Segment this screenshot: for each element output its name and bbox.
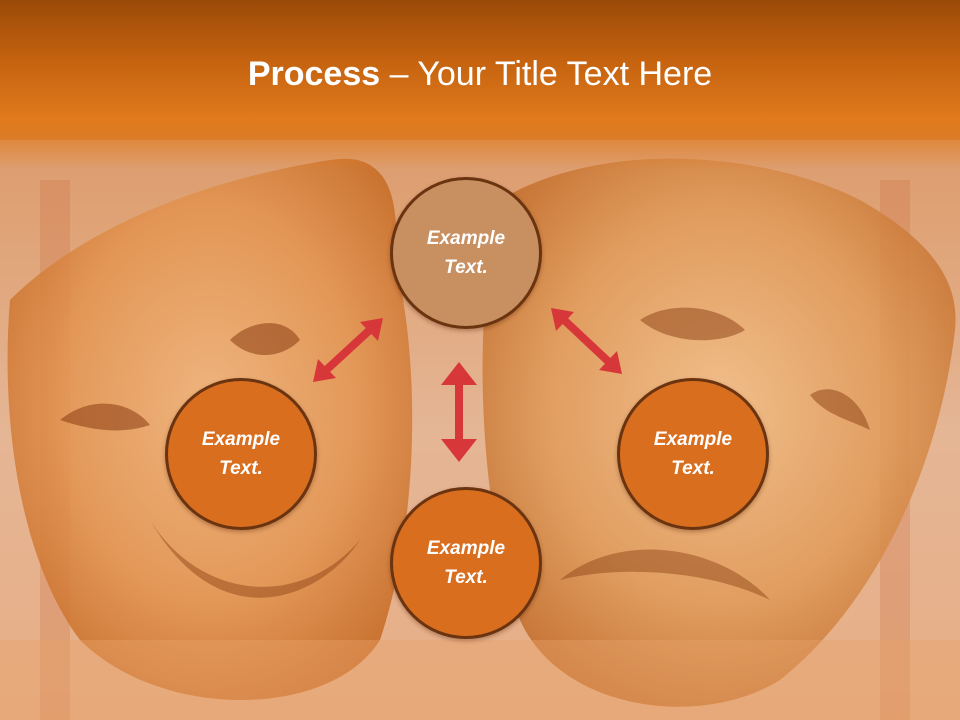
slide-title: Process – Your Title Text Here bbox=[0, 52, 960, 96]
process-node-top[interactable]: Example Text. bbox=[390, 177, 542, 329]
title-bold: Process bbox=[247, 55, 381, 93]
node-label: Example Text. bbox=[201, 429, 281, 479]
node-label: Example Text. bbox=[426, 228, 506, 278]
process-node-bottom[interactable]: Example Text. bbox=[390, 487, 542, 639]
title-rest: – Your Title Text Here bbox=[380, 55, 713, 93]
double-arrow-vertical bbox=[441, 362, 477, 462]
node-label: Example Text. bbox=[426, 538, 506, 588]
double-arrow-top-left bbox=[313, 318, 383, 382]
process-node-right[interactable]: Example Text. bbox=[617, 378, 769, 530]
title-band bbox=[0, 0, 960, 170]
process-node-left[interactable]: Example Text. bbox=[165, 378, 317, 530]
double-arrow-top-right bbox=[551, 308, 622, 374]
node-label: Example Text. bbox=[653, 429, 733, 479]
